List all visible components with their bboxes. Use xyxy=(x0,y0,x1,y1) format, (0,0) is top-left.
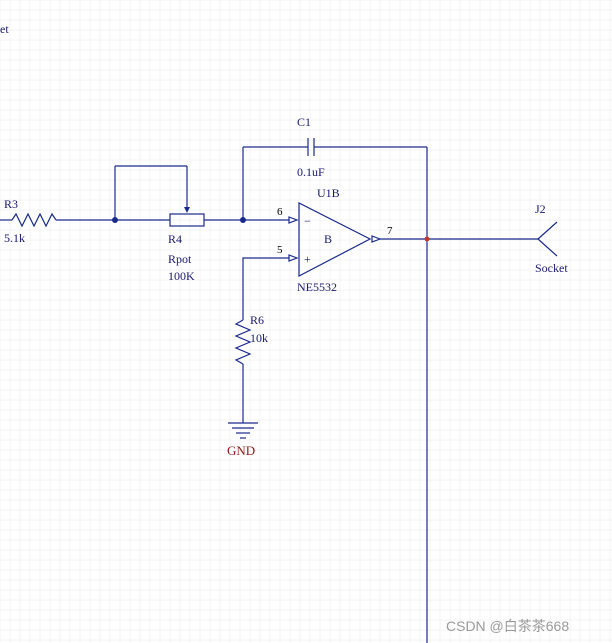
r6-value: 10k xyxy=(250,331,268,345)
output-junction-dot xyxy=(424,236,430,242)
opamp-u1b[interactable]: 6 5 7 − + B U1B NE5532 xyxy=(242,186,538,320)
junction-dot xyxy=(112,217,118,223)
pin-5-label: 5 xyxy=(277,244,283,256)
r6-ref: R6 xyxy=(250,313,264,327)
resistor-r3[interactable]: R3 5.1k xyxy=(0,197,115,245)
pin-6-label: 6 xyxy=(277,206,283,218)
j2-type: Socket xyxy=(535,261,568,275)
potentiometer-r4[interactable]: R4 Rpot 100K xyxy=(114,165,243,283)
partial-label: et xyxy=(0,22,9,36)
socket-j2[interactable]: J2 Socket xyxy=(535,202,568,275)
minus-sign: − xyxy=(304,214,311,228)
r4-ref: R4 xyxy=(168,232,182,246)
junction-dot xyxy=(240,217,246,223)
resistor-r6[interactable]: R6 10k xyxy=(234,313,268,423)
unit-letter: B xyxy=(324,232,332,246)
capacitor-c1[interactable]: C1 0.1uF xyxy=(242,115,428,643)
r4-value: 100K xyxy=(168,269,195,283)
r4-type: Rpot xyxy=(168,252,192,266)
ground-symbol: GND xyxy=(227,422,258,458)
u1b-part: NE5532 xyxy=(297,280,337,294)
c1-value: 0.1uF xyxy=(297,165,325,179)
u1b-ref: U1B xyxy=(317,186,340,200)
plus-sign: + xyxy=(304,252,311,266)
watermark: CSDN @白茶茶668 xyxy=(446,618,569,634)
c1-ref: C1 xyxy=(297,115,311,129)
r3-value: 5.1k xyxy=(4,231,25,245)
r3-ref: R3 xyxy=(4,197,18,211)
gnd-label: GND xyxy=(227,443,255,458)
j2-ref: J2 xyxy=(535,202,546,216)
pin-7-label: 7 xyxy=(387,225,393,237)
